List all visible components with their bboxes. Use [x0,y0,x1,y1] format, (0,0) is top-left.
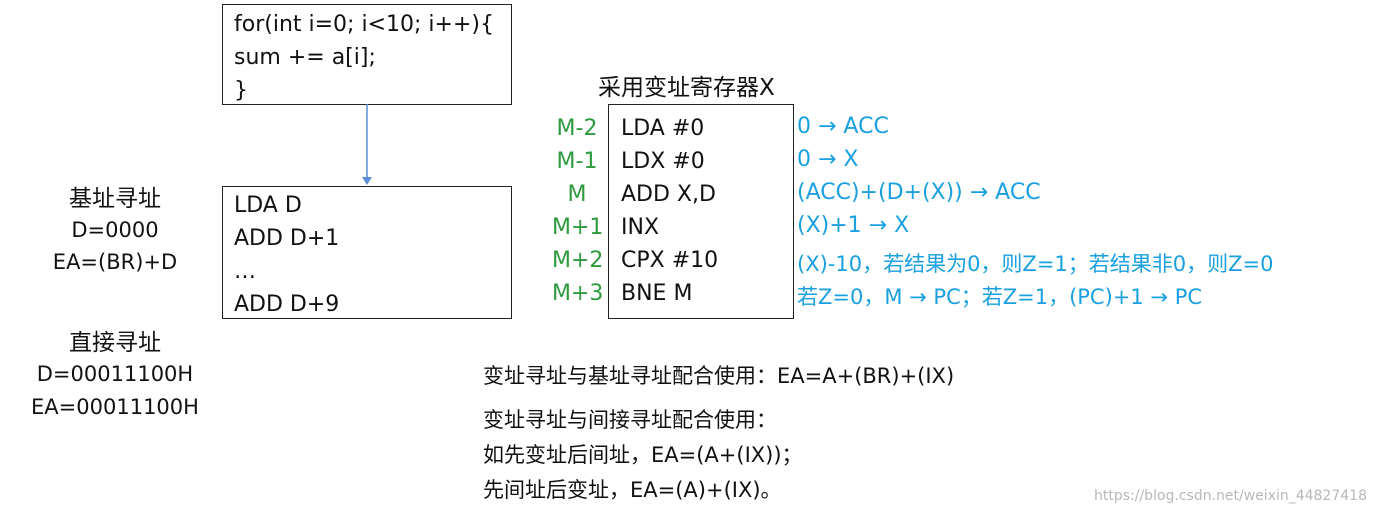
address-label: M+3 [552,281,604,306]
address-label: M [567,182,587,207]
operation-description: (X)-10，若结果为0，则Z=1；若结果非0，则Z=0 [797,252,1274,276]
direct-addressing-ea: EA=00011100H [31,395,199,419]
operation-description: 0 → X [797,147,859,172]
operation-description: 若Z=0，M → PC；若Z=1，(PC)+1 → PC [797,285,1203,309]
operation-description: (X)+1 → X [797,213,910,238]
base-addressing-title: 基址寻址 [69,186,161,212]
index-register-title: 采用变址寄存器X [598,75,775,101]
instruction-label: CPX #10 [621,248,719,273]
direct-addressing-info: 直接寻址 D=00011100H EA=00011100H [20,328,210,424]
index-program-box [608,104,794,319]
base-addressing-info: 基址寻址 D=0000 EA=(BR)+D [40,184,190,278]
instruction-label: ADD X,D [621,182,716,207]
base-addressing-d: D=0000 [71,218,159,242]
code-line: } [234,78,248,103]
instruction-line: ADD D+1 [234,226,340,251]
watermark: https://blog.csdn.net/weixin_44827418 [1093,488,1367,504]
combo-base-note: 变址寻址与基址寻址配合使用：EA=A+(BR)+(IX) [483,364,955,388]
code-box: for(int i=0; i<10; i++){ sum += a[i]; } [222,4,512,105]
down-arrow-icon [362,104,372,185]
operation-description: (ACC)+(D+(X)) → ACC [797,180,1041,205]
instruction-line: LDA D [234,193,302,218]
post-index-note: 先间址后变址，EA=(A)+(IX)。 [483,478,782,502]
instruction-label: LDX #0 [621,149,705,174]
code-line: for(int i=0; i<10; i++){ [234,12,494,37]
direct-addressing-d: D=00011100H [36,362,194,386]
direct-addressing-title: 直接寻址 [69,330,161,356]
instruction-label: LDA #0 [621,116,705,141]
instruction-line: … [234,259,256,284]
pre-index-note: 如先变址后间址，EA=(A+(IX))； [483,443,803,467]
combo-indirect-title: 变址寻址与间接寻址配合使用： [483,408,777,432]
base-addressing-ea: EA=(BR)+D [52,250,178,274]
code-line: sum += a[i]; [234,45,376,70]
instruction-label: BNE M [621,281,693,306]
base-instruction-box: LDA D ADD D+1 … ADD D+9 [222,186,512,319]
instruction-line: ADD D+9 [234,292,340,317]
address-label: M-1 [556,149,598,174]
instruction-label: INX [621,215,660,240]
address-label: M-2 [556,116,598,141]
operation-description: 0 → ACC [797,114,889,139]
address-label: M+2 [552,248,604,273]
address-label: M+1 [552,215,604,240]
